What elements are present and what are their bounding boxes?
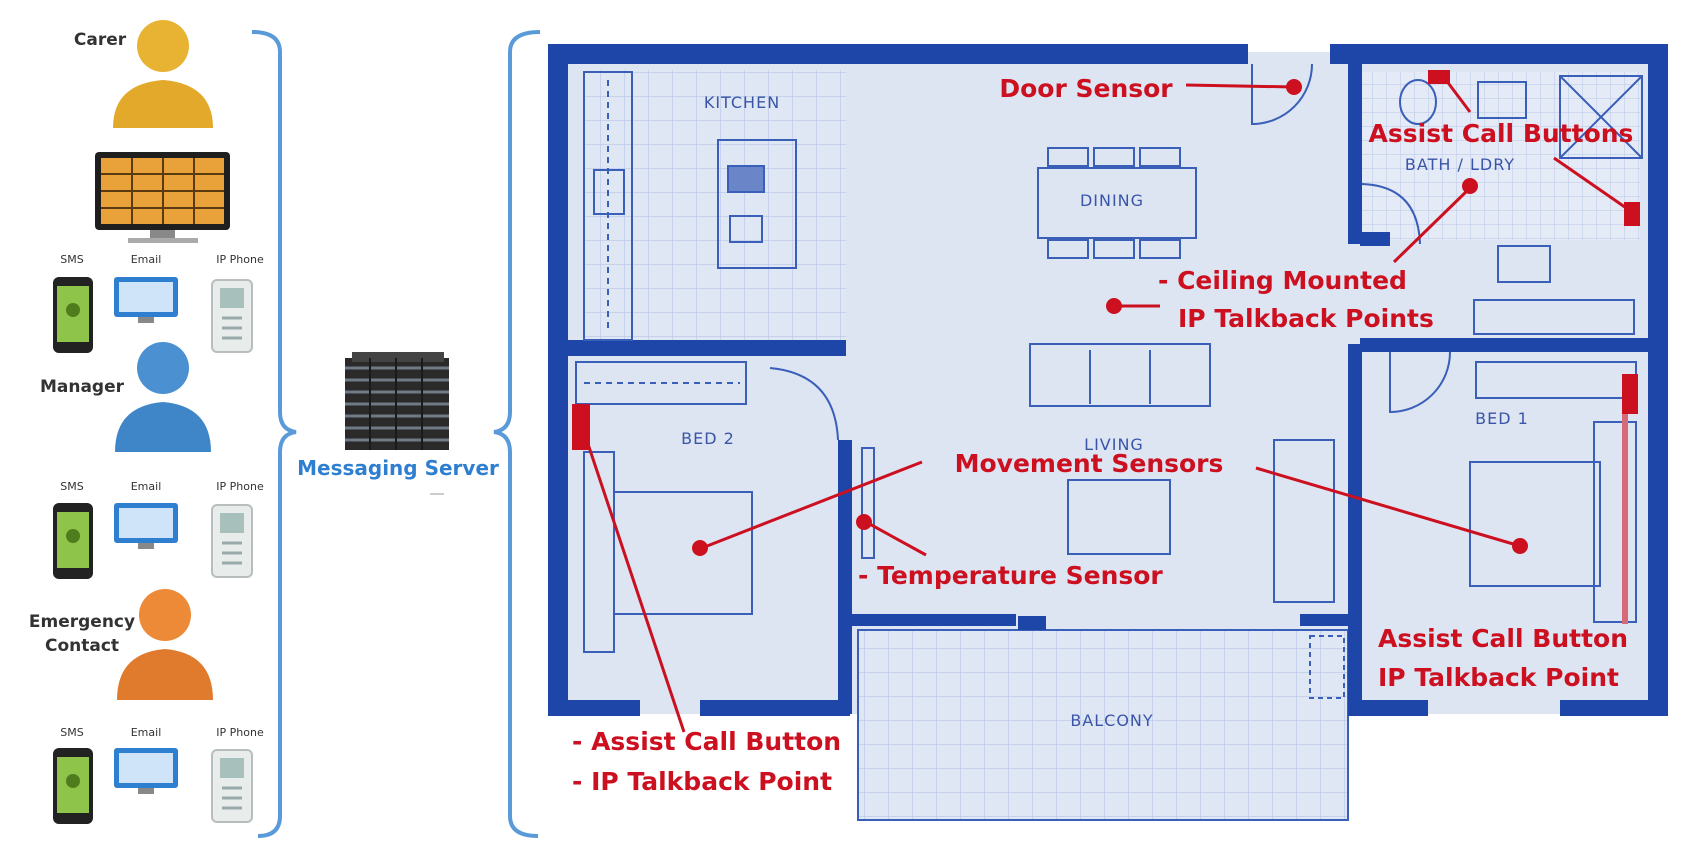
emergency-label-line2: Contact [45,636,119,656]
bed1-door-swing [1389,351,1451,414]
server-rack-icon [345,352,449,450]
callout-leader-lines [580,79,1633,733]
bed2-assist-button-marker [572,404,590,450]
ip-phone-icon [211,749,253,823]
manager-ip-phone-label: IP Phone [216,480,264,493]
manager-person-icon [115,342,211,452]
room-label-kitchen: KITCHEN [704,93,780,112]
temperature-sensor-dot [856,514,872,530]
bath-fixtures [1399,75,1643,335]
bath-talkback-dot [1462,178,1478,194]
bed2-movement-sensor-dot [692,540,708,556]
emergency-contact-group: Emergency Contact [29,589,213,700]
manager-email-label: Email [131,480,162,493]
callout-bed2-line1: - Assist Call Button [572,727,841,756]
smartphone-icon [53,503,93,579]
carer-group: Carer [74,20,230,243]
room-label-bed2: BED 2 [681,429,735,448]
bath-door-swing [1361,183,1421,245]
manager-label: Manager [40,377,125,397]
emergency-sms-label: SMS [60,726,83,739]
dining-furniture [1037,147,1197,259]
smartphone-icon [53,277,93,353]
emergency-devices: SMS Email IP Phone [53,726,264,824]
bed1-assist-button-marker [1622,374,1638,414]
floor-plan: KITCHEN DINING BATH / LDRY BED 2 LIVING … [548,44,1668,821]
walls [548,44,1668,716]
living-furniture [861,343,1335,603]
carer-sms-label: SMS [60,253,83,266]
emergency-ip-phone-label: IP Phone [216,726,264,739]
callout-ceiling-line2: IP Talkback Points [1178,304,1434,333]
bed2-furniture [575,361,753,653]
bed1-call-cord [1622,414,1628,624]
living-talkback-dot [1106,298,1122,314]
callout-bed1-line2: IP Talkback Point [1378,663,1619,692]
recipients-bracket [251,30,297,838]
ip-phone-icon [211,504,253,578]
balcony-tiles [858,630,1348,820]
bed2-door-swing [769,367,839,441]
room-label-balcony: BALCONY [1070,711,1153,730]
door-sensor-dot [1286,79,1302,95]
notification-recipients: Carer SMS Email IP Phone [29,20,264,824]
floorplan-bracket [493,30,541,838]
carer-person-icon [113,20,213,128]
kitchen-furniture [583,71,797,341]
bed1-movement-sensor-dot [1512,538,1528,554]
entry-door-swing [1251,63,1313,126]
room-label-living: LIVING [1084,435,1144,454]
carer-ip-phone-label: IP Phone [216,253,264,266]
manager-devices: SMS Email IP Phone [53,480,264,579]
room-label-dining: DINING [1080,191,1144,210]
sensor-markers [572,70,1640,556]
emergency-email-label: Email [131,726,162,739]
emergency-contact-person-icon [117,589,213,700]
emergency-label-line1: Emergency [29,612,135,632]
kitchen-tiles [584,70,846,340]
carer-email-label: Email [131,253,162,266]
callout-temperature-sensor: - Temperature Sensor [858,561,1163,590]
smartphone-icon [53,748,93,824]
manager-sms-label: SMS [60,480,83,493]
sensor-callouts: Door Sensor Assist Call Buttons - Ceilin… [572,70,1640,796]
carer-devices: SMS Email IP Phone [53,253,264,353]
ip-phone-icon [211,279,253,353]
bath-assist-button-marker-2 [1624,202,1640,226]
carer-label: Carer [74,30,127,50]
callout-door-sensor: Door Sensor [999,74,1173,103]
callout-assist-call-buttons: Assist Call Buttons [1369,119,1634,148]
bath-tiles [1360,72,1640,240]
bath-assist-button-marker [1428,70,1450,84]
callout-ceiling-line1: - Ceiling Mounted [1158,266,1407,295]
email-monitor-icon [114,277,178,323]
room-label-bath: BATH / LDRY [1405,155,1515,174]
messaging-server-label: Messaging Server [297,456,499,480]
email-monitor-icon [114,748,178,794]
callout-movement-sensors: Movement Sensors [955,449,1224,478]
callout-bed1-line1: Assist Call Button [1378,624,1628,653]
balcony-planter [1309,635,1345,699]
monitor-dashboard-icon [95,152,230,243]
room-label-bed1: BED 1 [1475,409,1529,428]
email-monitor-icon [114,503,178,549]
callout-bed2-line2: - IP Talkback Point [572,767,832,796]
messaging-server-group: Messaging Server [297,352,499,495]
manager-group: Manager [40,342,211,452]
